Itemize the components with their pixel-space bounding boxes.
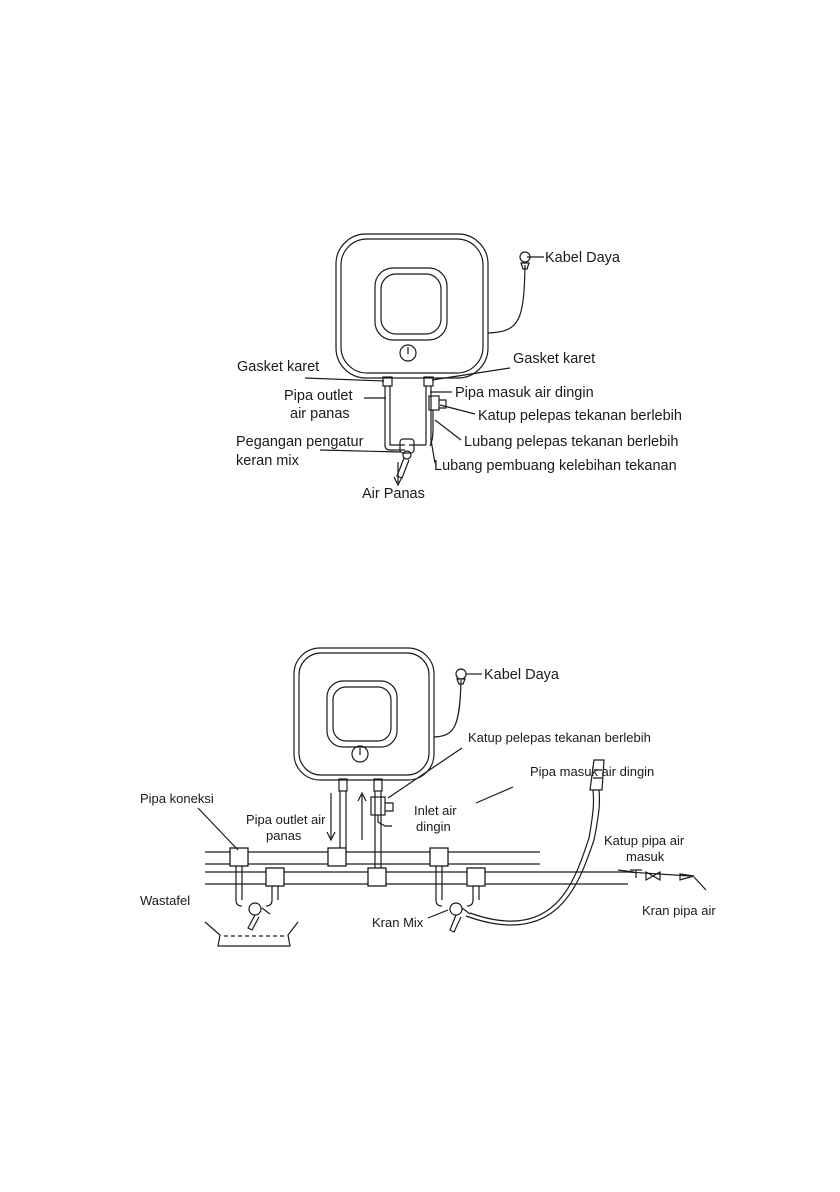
label-relief-valve-1: Katup pelepas tekanan berlebih: [478, 408, 682, 424]
label-mix-handle-line1: Pegangan pengatur: [236, 434, 364, 450]
label-inlet-valve-line2: masuk: [626, 849, 665, 864]
water-heater-unit-2: [293, 647, 435, 781]
label-cold-inlet-1: Pipa masuk air dingin: [455, 385, 594, 401]
label-power-cable-2: Kabel Daya: [484, 667, 560, 683]
label-connection-pipe: Pipa koneksi: [140, 791, 214, 806]
label-sink: Wastafel: [140, 893, 190, 908]
water-heater-unit-1: [335, 233, 489, 379]
label-hot-outlet-2-line2: panas: [266, 828, 302, 843]
diagram-2-plumbing-layout: Kabel Daya Katup pelepas tekanan berlebi…: [140, 647, 716, 947]
label-overflow-drain: Lubang pembuang kelebihan tekanan: [434, 458, 677, 474]
shower-hose: [465, 759, 605, 926]
label-relief-valve-2: Katup pelepas tekanan berlebih: [468, 730, 651, 745]
left-mix-tap: [235, 866, 279, 931]
sink-basin: [204, 921, 299, 947]
label-cold-inlet-line2: dingin: [416, 819, 451, 834]
label-hot-outlet-line1: Pipa outlet: [284, 388, 353, 404]
label-mix-handle-line2: keran mix: [236, 453, 300, 469]
label-gasket-left: Gasket karet: [237, 359, 319, 375]
diagram-1-heater-connections: Kabel Daya Gasket karet Gasket karet Pip…: [236, 233, 682, 502]
label-hot-outlet-2-line1: Pipa outlet air: [246, 812, 326, 827]
inlet-valve: [630, 869, 707, 891]
power-cable-2: [433, 668, 482, 738]
label-cold-inlet-pipe: Pipa masuk air dingin: [530, 764, 654, 779]
label-cold-inlet-line1: Inlet air: [414, 803, 457, 818]
label-water-tap: Kran pipa air: [642, 903, 716, 918]
label-hot-water: Air Panas: [362, 486, 425, 502]
label-mix-tap: Kran Mix: [372, 915, 424, 930]
label-power-cable-1: Kabel Daya: [545, 250, 621, 266]
label-inlet-valve-line1: Katup pipa air: [604, 833, 685, 848]
right-mix-tap: [435, 866, 480, 933]
label-relief-hole: Lubang pelepas tekanan berlebih: [464, 434, 678, 450]
label-gasket-right: Gasket karet: [513, 351, 595, 367]
label-hot-outlet-line2: air panas: [290, 406, 350, 422]
power-cable-1: [487, 251, 531, 334]
